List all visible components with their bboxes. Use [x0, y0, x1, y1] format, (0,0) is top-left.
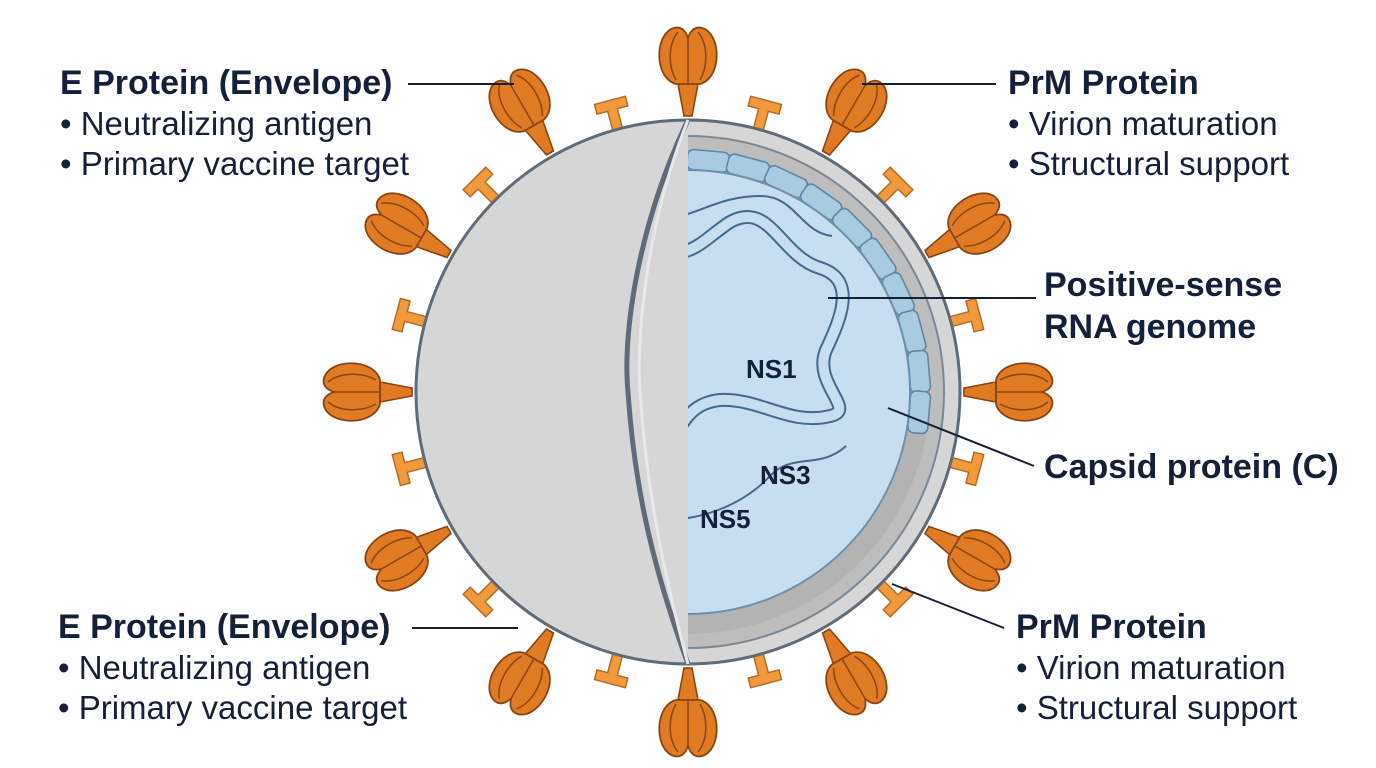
- rna-genome-label: Positive-sense RNA genome: [1044, 268, 1282, 344]
- prm-protein-bullet-2-top: • Structural support: [1008, 145, 1290, 182]
- rna-genome: [688, 194, 850, 521]
- prm-protein-label-top: PrM Protein • Virion maturation • Struct…: [1008, 66, 1289, 180]
- cut-edge: [624, 118, 691, 665]
- ns1-label: NS1: [746, 354, 797, 384]
- e-protein-1: [658, 26, 718, 117]
- e-protein-label-bottom: E Protein (Envelope) • Neutralizing anti…: [58, 610, 407, 724]
- e-protein-bullet-2-bottom: • Primary vaccine target: [58, 689, 407, 726]
- e-protein-title-bottom: E Protein (Envelope): [58, 608, 391, 646]
- e-protein-bullet-1-bottom: • Neutralizing antigen: [58, 649, 371, 686]
- capsid-interior: [688, 169, 911, 615]
- ns3-label: NS3: [760, 460, 811, 490]
- e-protein-4: [963, 362, 1054, 422]
- prm-protein-title-bottom: PrM Protein: [1016, 608, 1207, 646]
- capsid-protein-label: Capsid protein (C): [1044, 450, 1339, 484]
- rna-genome-line-2: RNA genome: [1044, 308, 1257, 346]
- capsid-protein-title: Capsid protein (C): [1044, 448, 1339, 486]
- e-protein-10: [322, 362, 413, 422]
- prm-protein-bullet-1-top: • Virion maturation: [1008, 105, 1278, 142]
- e-protein-label-top: E Protein (Envelope) • Neutralizing anti…: [60, 66, 409, 180]
- e-protein-title-top: E Protein (Envelope): [60, 64, 393, 102]
- ns5-label: NS5: [700, 504, 751, 534]
- prm-protein-bullet-2-bottom: • Structural support: [1016, 689, 1298, 726]
- prm-protein-bullet-1-bottom: • Virion maturation: [1016, 649, 1286, 686]
- cutaway-section: NS1 NS3 NS5: [688, 135, 945, 649]
- prm-protein-label-bottom: PrM Protein • Virion maturation • Struct…: [1016, 610, 1297, 724]
- rna-genome-line-1: Positive-sense: [1044, 266, 1283, 304]
- prm-protein-title-top: PrM Protein: [1008, 64, 1199, 102]
- e-protein-bullet-1-top: • Neutralizing antigen: [60, 105, 373, 142]
- e-protein-7: [658, 667, 718, 758]
- e-protein-bullet-2-top: • Primary vaccine target: [60, 145, 409, 182]
- leader-lines: [408, 83, 1036, 629]
